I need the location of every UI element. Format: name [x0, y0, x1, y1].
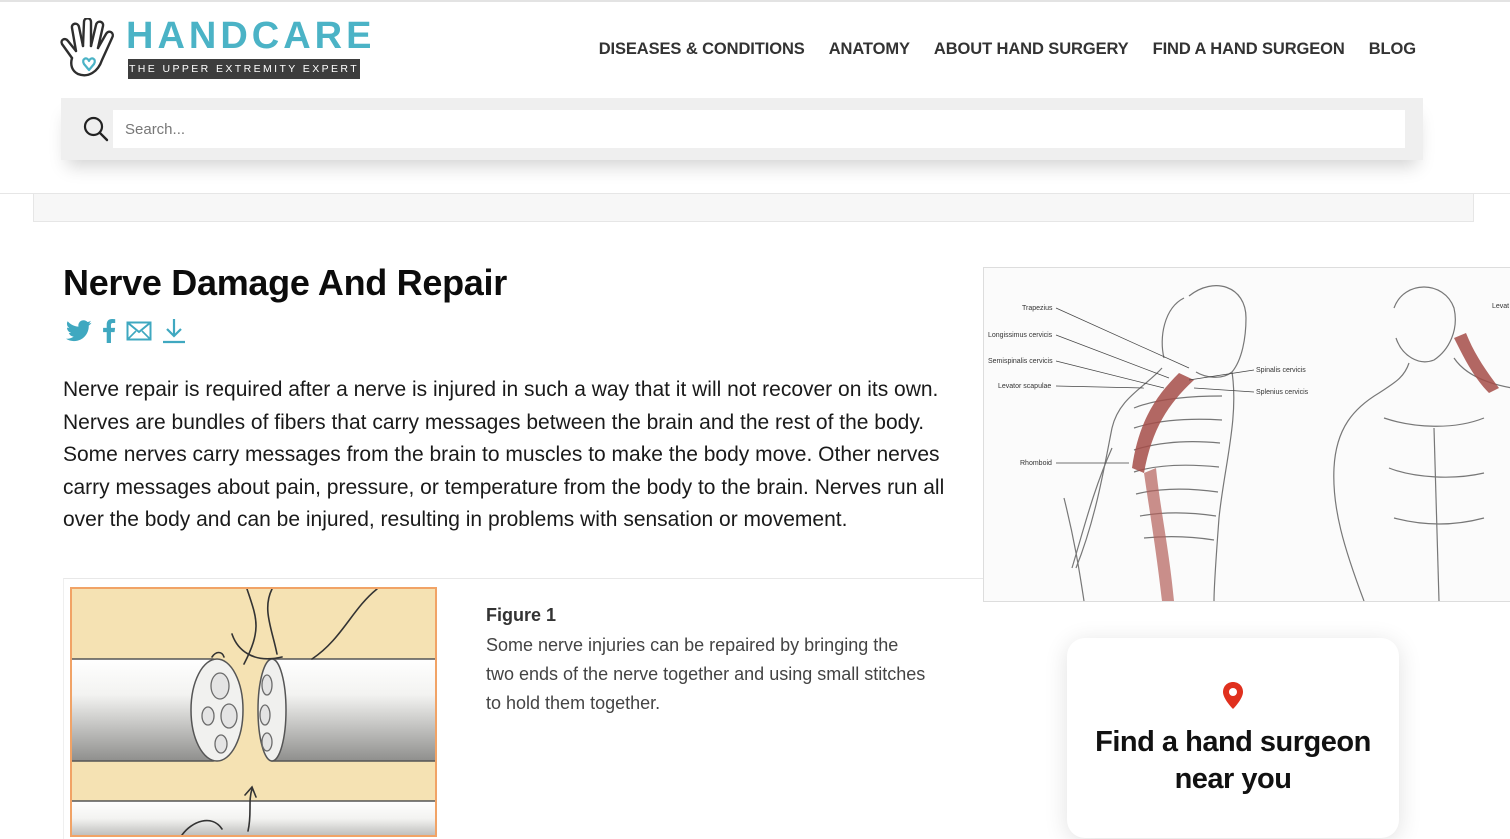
nav-anatomy[interactable]: ANATOMY [828, 40, 910, 58]
top-border [0, 0, 1510, 2]
article-intro: Nerve repair is required after a nerve i… [63, 378, 945, 531]
anatomy-label: Trapezius [1022, 305, 1053, 312]
page-title: Nerve Damage And Repair [63, 262, 507, 303]
find-surgeon-text: Find a hand surgeon near you [1095, 726, 1371, 795]
twitter-icon[interactable] [66, 320, 92, 342]
figure-caption: Some nerve injuries can be repaired by b… [486, 635, 926, 713]
anatomy-label: Longissimus cervicis [988, 332, 1053, 339]
nav-about-hand-surgery[interactable]: ABOUT HAND SURGERY [933, 40, 1129, 58]
figure-card: Figure 1 Some nerve injuries can be repa… [63, 578, 984, 839]
main-nav: DISEASES & CONDITIONS ANATOMY ABOUT HAND… [599, 40, 1416, 59]
header-divider [0, 193, 1510, 194]
logo-tagline: THE UPPER EXTREMITY EXPERT [128, 59, 360, 79]
breadcrumb-bar [33, 194, 1474, 222]
anatomy-label: Semispinalis cervicis [988, 358, 1053, 365]
email-icon[interactable] [126, 321, 152, 341]
neck-muscle-anatomy-illustration: Trapezius Longissimus cervicis Semispina… [983, 267, 1510, 602]
site-logo[interactable]: HANDCARE THE UPPER EXTREMITY EXPERT [58, 16, 371, 82]
hand-heart-icon [60, 18, 114, 77]
anatomy-label: Spinalis cervicis [1256, 367, 1306, 374]
anatomy-label: Levat [1492, 303, 1509, 310]
figure-title: Figure 1 [486, 605, 557, 625]
search-input[interactable] [113, 110, 1405, 148]
anatomy-label: Splenius cervicis [1256, 389, 1309, 396]
find-surgeon-card[interactable]: Find a hand surgeon near you [1067, 638, 1399, 838]
nerve-repair-illustration [70, 587, 437, 837]
share-toolbar [66, 318, 186, 344]
search-bar [61, 98, 1423, 160]
download-icon[interactable] [162, 318, 186, 344]
location-pin-icon [1223, 682, 1243, 709]
anatomy-label: Levator scapulae [998, 383, 1051, 390]
nav-find-hand-surgeon[interactable]: FIND A HAND SURGEON [1152, 40, 1345, 58]
facebook-icon[interactable] [102, 319, 116, 343]
search-icon[interactable] [83, 116, 109, 142]
anatomy-label: Rhomboid [1020, 460, 1052, 467]
nav-blog[interactable]: BLOG [1368, 40, 1416, 58]
logo-wordmark: HANDCARE [126, 15, 376, 57]
nav-diseases-conditions[interactable]: DISEASES & CONDITIONS [598, 40, 805, 58]
